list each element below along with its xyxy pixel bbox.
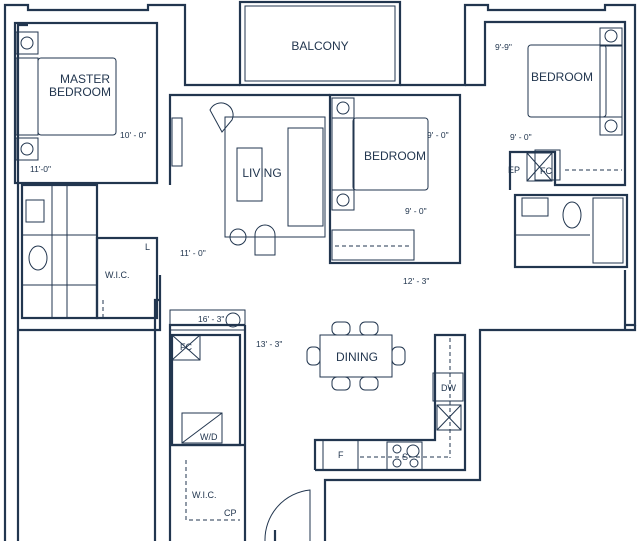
linen-label: L: [145, 242, 150, 252]
laundry: FC W/D 16' - 3" 13' - 3": [169, 309, 282, 447]
fridge-label: F: [338, 450, 344, 460]
balcony: BALCONY: [238, 0, 402, 87]
electrical-panel-label: EP: [508, 165, 520, 175]
laundry-fan-coil-label: FC: [180, 342, 192, 352]
dining-area: DINING: [306, 321, 406, 391]
dining-length-dim: 12' - 3": [403, 276, 429, 286]
living-label: LIVING: [242, 166, 281, 180]
bedroom-2-label: BEDROOM: [364, 149, 426, 163]
living-width-dim: 11' - 0": [180, 248, 206, 258]
main-bathroom: [513, 193, 629, 269]
dishwasher-label: DW: [441, 383, 456, 393]
bedroom-3-width-dim: 9'-9": [495, 42, 512, 52]
master-width-dim: 10' - 0": [120, 130, 146, 140]
stove-label: S: [402, 452, 408, 462]
bedroom-3-length-dim: 9' - 0": [510, 132, 532, 142]
master-length-dim: 11'-0": [30, 164, 51, 174]
entry-wic: W.I.C. CP: [185, 460, 311, 541]
balcony-label: BALCONY: [291, 39, 348, 53]
dining-width-dim: 13' - 3": [256, 339, 282, 349]
master-bedroom: MASTER BEDROOM 10' - 0" 11'-0": [13, 21, 159, 185]
bedroom-2: BEDROOM 9' - 0" 9' - 0" 12' - 3": [328, 93, 462, 286]
fan-coil-label: FC: [540, 166, 552, 176]
bedroom-3-label: BEDROOM: [531, 70, 593, 84]
washer-dryer-label: W/D: [200, 432, 218, 442]
living-room: LIVING 11' - 0": [168, 93, 330, 258]
master-bedroom-label-2: BEDROOM: [49, 85, 111, 99]
ensuite-bathroom: [20, 183, 99, 320]
dining-label: DINING: [336, 350, 378, 364]
living-length-dim: 16' - 3": [198, 314, 224, 324]
coat-pantry-label: CP: [224, 508, 237, 518]
master-wic: W.I.C. L: [95, 236, 159, 320]
master-bedroom-label-1: MASTER: [60, 72, 110, 86]
bedroom-2-length-dim: 9' - 0": [405, 206, 427, 216]
entry-wic-label: W.I.C.: [192, 490, 217, 500]
kitchen: DW F S: [313, 333, 467, 472]
bedroom-3: BEDROOM 9'-9" 9' - 0" FC EP: [465, 20, 627, 190]
bedroom-2-width-dim: 9' - 0": [427, 130, 449, 140]
master-wic-label: W.I.C.: [105, 270, 130, 280]
